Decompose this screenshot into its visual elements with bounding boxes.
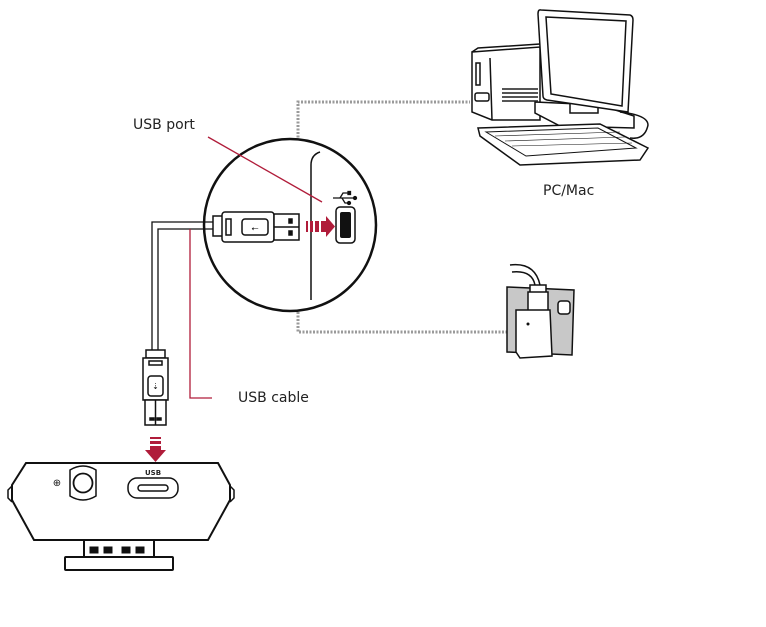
wall-charger-illustration: [506, 263, 575, 359]
usb-plug-vertical: ⇣: [142, 349, 169, 426]
usb-cable-label: USB cable: [238, 390, 309, 406]
pc-mac-label: PC/Mac: [543, 183, 594, 199]
callout-lines: [189, 136, 323, 399]
usb-icon: [333, 190, 358, 206]
dotted-connection-lines: [296, 100, 508, 334]
receiver-device: ⊕: [7, 462, 235, 571]
arrow-down-icon: [145, 437, 166, 462]
usb-cable: [151, 221, 213, 350]
device-usb-label: USB: [145, 469, 161, 477]
usb-icon: ⭠: [251, 224, 258, 234]
svg-text:⊕: ⊕: [53, 478, 61, 489]
computer-illustration: [471, 9, 650, 166]
arrow-right-icon: [306, 216, 335, 237]
headphone-jack-icon: [72, 472, 94, 494]
usb-plug-horizontal: ⭠: [212, 211, 300, 243]
usb-port-zoom-circle: ⭠: [202, 137, 378, 313]
svg-text:⇣: ⇣: [152, 382, 159, 391]
usb-port-label: USB port: [133, 117, 195, 133]
